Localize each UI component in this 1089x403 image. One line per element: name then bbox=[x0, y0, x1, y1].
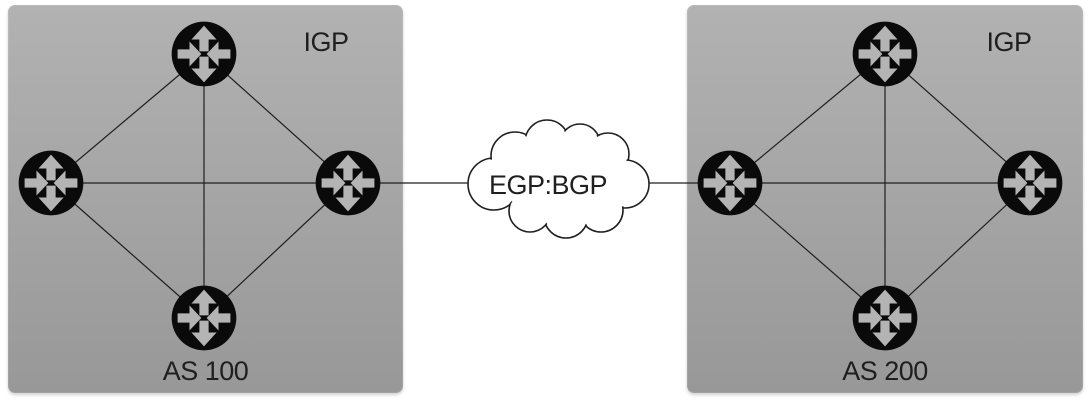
as200-link-left-bottom bbox=[729, 182, 886, 319]
router-icon bbox=[18, 150, 84, 216]
as100-link-left-bottom bbox=[50, 182, 205, 319]
cloud-icon bbox=[467, 119, 650, 239]
as100-link-top-left bbox=[50, 53, 205, 184]
as200-label: AS 200 bbox=[842, 356, 928, 386]
router-icon bbox=[852, 285, 918, 351]
igp-label-right: IGP bbox=[986, 27, 1032, 57]
as200-links bbox=[729, 53, 1031, 319]
cloud-label: EGP:BGP bbox=[488, 170, 608, 200]
as200-link-top-left bbox=[729, 53, 886, 184]
igp-label-left: IGP bbox=[303, 27, 349, 57]
as200-link-top-right bbox=[884, 53, 1031, 184]
router-icon bbox=[997, 150, 1063, 216]
router-icon bbox=[171, 21, 237, 87]
as100-link-right-bottom bbox=[203, 182, 349, 319]
router-icon bbox=[171, 285, 237, 351]
as100-links bbox=[50, 53, 349, 319]
router-icon bbox=[852, 21, 918, 87]
router-icon bbox=[697, 150, 763, 216]
router-icon bbox=[315, 150, 381, 216]
as100-label: AS 100 bbox=[162, 356, 249, 386]
as200-link-right-bottom bbox=[884, 182, 1031, 319]
